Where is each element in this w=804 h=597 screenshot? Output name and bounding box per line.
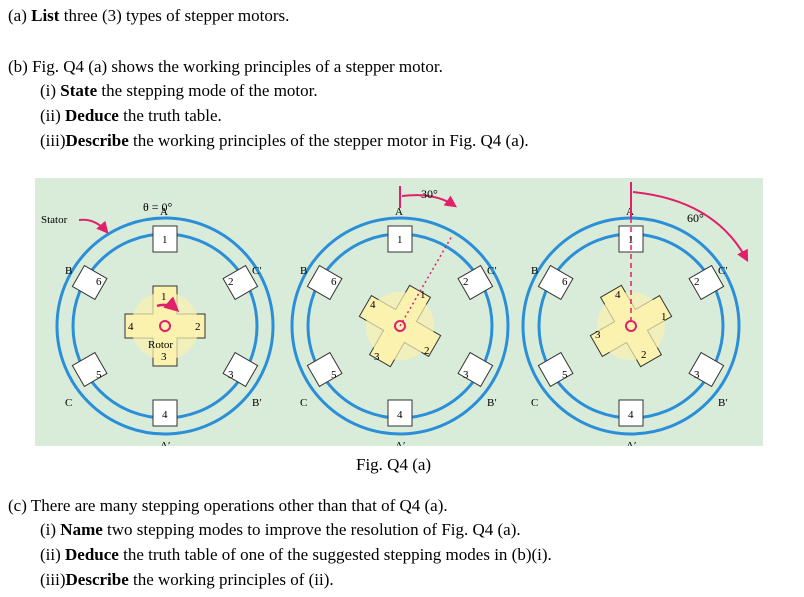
- pole-num-1: 1: [397, 234, 403, 246]
- pole-num-3: 3: [228, 369, 234, 381]
- pole-num-4: 4: [628, 409, 634, 421]
- pole-A-prime: A′: [395, 440, 405, 446]
- rotor-label: Rotor: [148, 339, 173, 351]
- rotor-num-1: 1: [161, 291, 167, 303]
- rotor-num-4: 4: [128, 321, 134, 333]
- rotor: [589, 284, 673, 368]
- pole-num-1: 1: [162, 234, 168, 246]
- stator-outer-ring: [290, 216, 510, 436]
- question-b-i: (i) State the stepping mode of the motor…: [40, 81, 318, 100]
- rotor-num-3: 3: [595, 329, 601, 341]
- pole-num-2: 2: [228, 276, 234, 288]
- pole-B: B: [531, 265, 538, 277]
- stator-arrow: [78, 218, 109, 234]
- pole-B-prime: B′: [252, 397, 262, 409]
- angle-60-label: 60°: [687, 211, 704, 225]
- pole-num-2: 2: [463, 276, 469, 288]
- pole-C-prime: C′: [718, 265, 728, 277]
- pole-B-prime: B′: [487, 397, 497, 409]
- question-c: (c) There are many stepping operations o…: [8, 496, 448, 515]
- rotor-num-4: 4: [615, 289, 621, 301]
- pole-B: B: [65, 265, 72, 277]
- rotor-num-3: 3: [161, 351, 167, 363]
- angle-30-label: 30°: [421, 187, 438, 201]
- pole-num-3: 3: [694, 369, 700, 381]
- rotor-num-1: 1: [661, 311, 667, 323]
- pole-num-5: 5: [562, 369, 568, 381]
- pole-num-3: 3: [463, 369, 469, 381]
- pole-num-5: 5: [331, 369, 337, 381]
- pole-C-prime: C′: [487, 265, 497, 277]
- pole-A: A: [395, 206, 403, 218]
- pole-num-2: 2: [694, 276, 700, 288]
- pole-A: A: [160, 206, 168, 218]
- figure-caption: Fig. Q4 (a): [356, 455, 432, 474]
- question-a: (a) List three (3) types of stepper moto…: [8, 6, 290, 25]
- pole-num-4: 4: [162, 409, 168, 421]
- angle-60-arrow: [632, 191, 749, 263]
- pole-num-6: 6: [331, 276, 337, 288]
- motor-step-2: 1 2 3 4 A A′ B B′ C C′ 1 4 6 2 5 3: [290, 206, 510, 446]
- pole-C: C: [65, 397, 72, 409]
- rotor-axis-dotted: [399, 235, 453, 327]
- pole-num-6: 6: [96, 276, 102, 288]
- rotor: [124, 285, 206, 367]
- pole-num-5: 5: [96, 369, 102, 381]
- question-c-i: (i) Name two stepping modes to improve t…: [40, 520, 521, 539]
- rotor-num-2: 2: [641, 349, 647, 361]
- stator-label: Stator: [41, 214, 68, 226]
- question-c-ii: (ii) Deduce the truth table of one of th…: [40, 545, 552, 564]
- stator-poles: [71, 225, 259, 427]
- pole-num-6: 6: [562, 276, 568, 288]
- rotor-num-1: 1: [420, 289, 426, 301]
- stator-poles: [537, 225, 725, 427]
- pole-A-prime: A′: [160, 440, 170, 446]
- stator-outer-ring: [55, 216, 275, 436]
- pole-B: B: [300, 265, 307, 277]
- question-b-iii: (iii)Describe the working principles of …: [40, 131, 529, 150]
- question-b: (b) Fig. Q4 (a) shows the working princi…: [8, 57, 443, 76]
- question-b-ii: (ii) Deduce the truth table.: [40, 106, 222, 125]
- question-c-iii: (iii)Describe the working principles of …: [40, 570, 334, 589]
- angle-0-label: θ = 0°: [143, 200, 173, 214]
- angle-30-arrow: [401, 194, 457, 208]
- rotor-num-2: 2: [424, 345, 430, 357]
- rotor-num-3: 3: [374, 351, 380, 363]
- pole-A-prime: A′: [626, 440, 636, 446]
- pole-num-4: 4: [397, 409, 403, 421]
- rotor-num-2: 2: [195, 321, 201, 333]
- pole-C: C: [300, 397, 307, 409]
- motor-step-3: 1 2 3 4 A A′ B B′ C C′ 1 4 6 2 5 3: [521, 206, 741, 446]
- stepper-motor-figure: Rotor 3 1 4 2 A A′ B B′ C C′ 1 4 6 2 5 3…: [35, 178, 763, 446]
- pole-C-prime: C′: [252, 265, 262, 277]
- pole-C: C: [531, 397, 538, 409]
- pole-num-1: 1: [628, 234, 634, 246]
- motor-step-1: Rotor 3 1 4 2 A A′ B B′ C C′ 1 4 6 2 5 3: [55, 206, 275, 446]
- rotor-num-4: 4: [370, 299, 376, 311]
- stator-poles: [306, 225, 494, 427]
- pole-B-prime: B′: [718, 397, 728, 409]
